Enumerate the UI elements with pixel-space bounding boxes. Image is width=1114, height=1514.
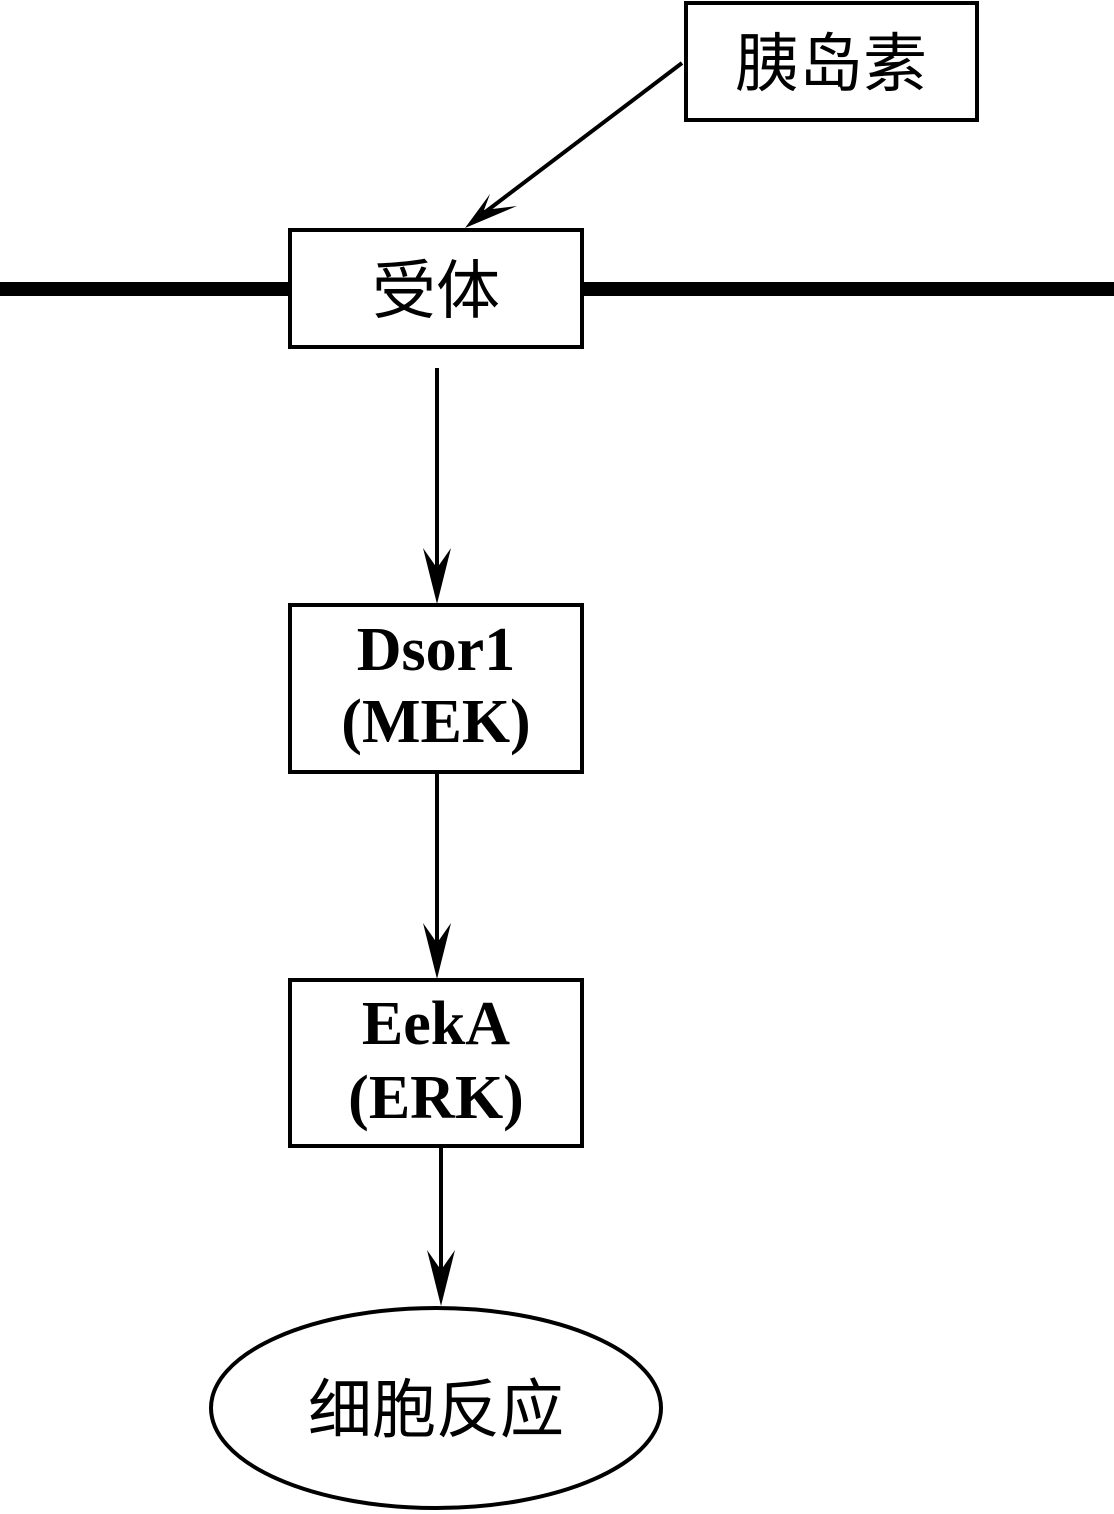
erk-label-name: EekA	[362, 990, 510, 1058]
erk-label-type: (ERK)	[348, 1064, 524, 1132]
cell-response-label: 细胞反应	[308, 1374, 564, 1448]
erk-box	[288, 978, 584, 1148]
arrow-insulin-to-receptor	[478, 61, 684, 218]
cell-response-ellipse	[209, 1306, 663, 1510]
receptor-box	[288, 228, 584, 349]
insulin-label: 胰岛素	[735, 28, 927, 102]
arrowhead-mek	[423, 548, 451, 604]
mek-label-name: Dsor1	[357, 616, 515, 684]
arrowhead-response	[427, 1250, 455, 1306]
mek-label-type: (MEK)	[341, 688, 530, 756]
arrowhead-erk	[423, 923, 451, 979]
arrowhead-receptor	[465, 194, 517, 228]
insulin-box	[684, 1, 979, 122]
receptor-label: 受体	[372, 255, 500, 329]
mek-box	[288, 603, 584, 774]
